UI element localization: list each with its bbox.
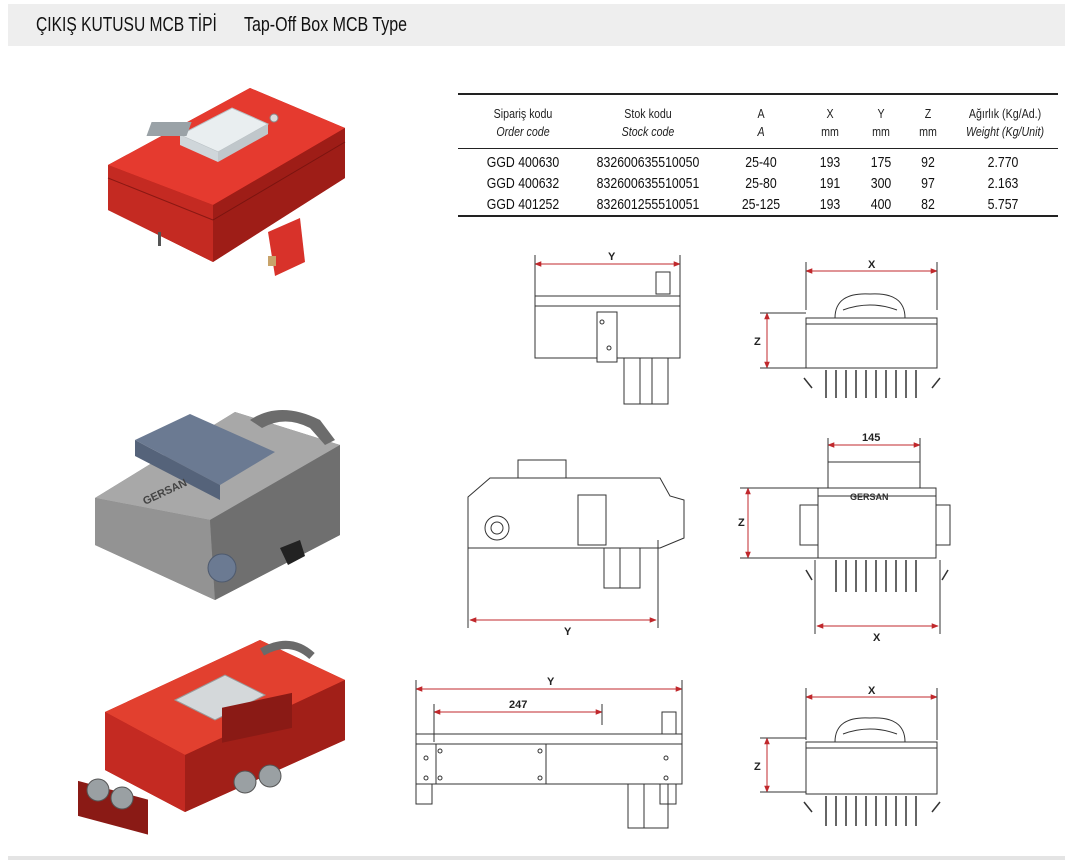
- table-cell: 832600635510051: [596, 175, 700, 192]
- footer-divider: [8, 856, 1065, 860]
- dim-145-label: 145: [862, 432, 880, 444]
- dim-z-label-1: Z: [754, 336, 761, 348]
- table-cell: 175: [870, 154, 892, 171]
- product-render-red-box-long: [78, 640, 345, 835]
- dim-z-label-4: Z: [738, 517, 745, 529]
- col-header-x-tr: X: [826, 106, 834, 121]
- table-cell: GGD 400630: [486, 154, 560, 171]
- table-rule-top: [458, 93, 1058, 95]
- col-header-z-en: mm: [919, 124, 937, 139]
- page-title-turkish: ÇIKIŞ KUTUSU MCB TİPİ: [36, 14, 217, 36]
- col-header-weight-en: Weight (Kg/Unit): [965, 124, 1045, 139]
- table-cell: 300: [870, 175, 892, 192]
- table-cell: 92: [921, 154, 935, 171]
- table-cell: 400: [870, 196, 892, 213]
- table-rule-bot: [458, 215, 1058, 217]
- dim-247-label: 247: [509, 699, 527, 711]
- col-header-order-code-tr: Sipariş kodu: [493, 106, 553, 121]
- table-cell: 2.163: [987, 175, 1019, 192]
- page-title-english: Tap-Off Box MCB Type: [244, 14, 408, 36]
- drawing-front-view-small: [760, 262, 938, 369]
- table-cell: 2.770: [987, 154, 1019, 171]
- table-cell: 97: [921, 175, 935, 192]
- table-cell: GGD 401252: [486, 196, 560, 213]
- drawing-front-pins: [803, 370, 941, 398]
- table-cell: 25-80: [745, 175, 777, 192]
- col-header-x-en: mm: [821, 124, 839, 139]
- dim-x-label-4: X: [873, 632, 881, 644]
- col-header-stock-code-tr: Stok kodu: [624, 106, 672, 121]
- table-cell: 832601255510051: [596, 196, 700, 213]
- col-header-a-tr: A: [757, 106, 765, 121]
- header-bar: [8, 4, 1065, 46]
- table-cell: 25-125: [741, 196, 781, 213]
- dim-z-label-6: Z: [754, 761, 761, 773]
- table-cell: 832600635510050: [596, 154, 700, 171]
- drawing-side-view-grey: [467, 459, 685, 628]
- table-cell: GGD 400632: [486, 175, 560, 192]
- drawing-side-view-long: [415, 680, 683, 829]
- drawing-side-view-small: [534, 255, 681, 405]
- table-cell: 191: [819, 175, 841, 192]
- col-header-order-code-en: Order code: [496, 124, 550, 139]
- table-cell: 193: [819, 154, 841, 171]
- col-header-y-en: mm: [872, 124, 890, 139]
- col-header-z-tr: Z: [924, 106, 932, 121]
- dim-y-label-5: Y: [547, 676, 555, 688]
- col-header-a-en: A: [757, 124, 765, 139]
- table-cell: 5.757: [987, 196, 1019, 213]
- dim-y-label-1: Y: [608, 251, 616, 263]
- table-rule-mid: [458, 148, 1058, 149]
- dim-x-label-6: X: [868, 685, 876, 697]
- dim-x-label-2: X: [868, 259, 876, 271]
- product-render-grey-box: GERSAN: [95, 410, 340, 600]
- col-header-stock-code-en: Stock code: [621, 124, 675, 139]
- table-cell: 25-40: [745, 154, 777, 171]
- product-render-red-box-small: [107, 88, 346, 276]
- dim-y-label-3: Y: [564, 626, 572, 638]
- gersan-logo-drawing: GERSAN: [850, 492, 889, 502]
- col-header-y-tr: Y: [877, 106, 885, 121]
- drawing-front-long-pins: [803, 796, 941, 826]
- drawing-front-grey-pins: [805, 560, 949, 592]
- drawing-front-view-grey: [740, 438, 951, 634]
- drawing-front-view-long: [760, 688, 938, 795]
- table-cell: 82: [921, 196, 935, 213]
- col-header-weight-tr: Ağırlık (Kg/Ad.): [968, 106, 1042, 121]
- table-cell: 193: [819, 196, 841, 213]
